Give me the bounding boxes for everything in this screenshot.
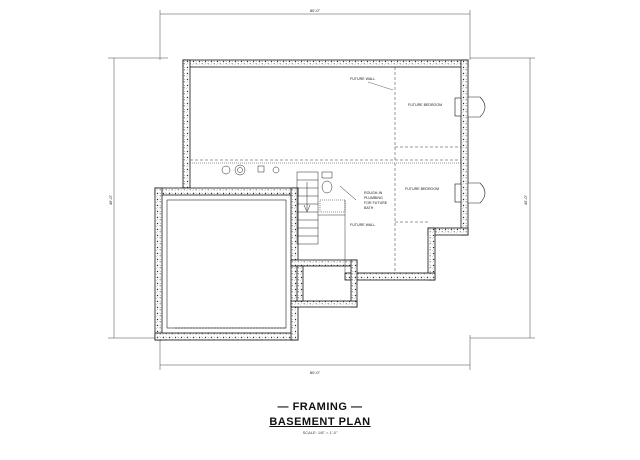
- rough-in-label-3: FOR FUTURE: [364, 201, 388, 205]
- mechanical-equipment: [221, 164, 280, 176]
- dimension-left: 46'-0": [108, 194, 113, 205]
- window-wells: [454, 96, 486, 204]
- foundation-walls: [154, 59, 469, 341]
- interior-framing: [190, 67, 461, 273]
- title-scale: SCALE: 1/8" = 1'-0": [302, 430, 338, 435]
- future-bedroom-label-2: FUTURE BEDROOM: [405, 187, 439, 191]
- dimension-lines: [108, 10, 535, 370]
- dimension-right: 45'-0": [523, 194, 528, 205]
- title-framing: — FRAMING —: [277, 401, 363, 413]
- future-bedroom-label-1: FUTURE BEDROOM: [408, 103, 442, 107]
- rough-in-label-1: ROUGH-IN: [364, 191, 383, 195]
- title-basement-plan: BASEMENT PLAN: [269, 416, 371, 428]
- stairs: [296, 171, 319, 245]
- dimension-bottom: 80'-0": [310, 370, 321, 375]
- rough-in-label-2: PLUMBING: [364, 196, 383, 200]
- rough-in-label-4: BATH: [364, 206, 374, 210]
- dimension-top: 80'-0": [310, 8, 321, 13]
- future-wall-label-top: FUTURE WALL: [350, 77, 375, 81]
- rough-in-fixtures: [319, 171, 357, 213]
- garage-slab: [166, 199, 287, 329]
- title-block: — FRAMING — BASEMENT PLAN SCALE: 1/8" = …: [0, 400, 640, 436]
- future-wall-label-bottom: FUTURE WALL: [350, 223, 375, 227]
